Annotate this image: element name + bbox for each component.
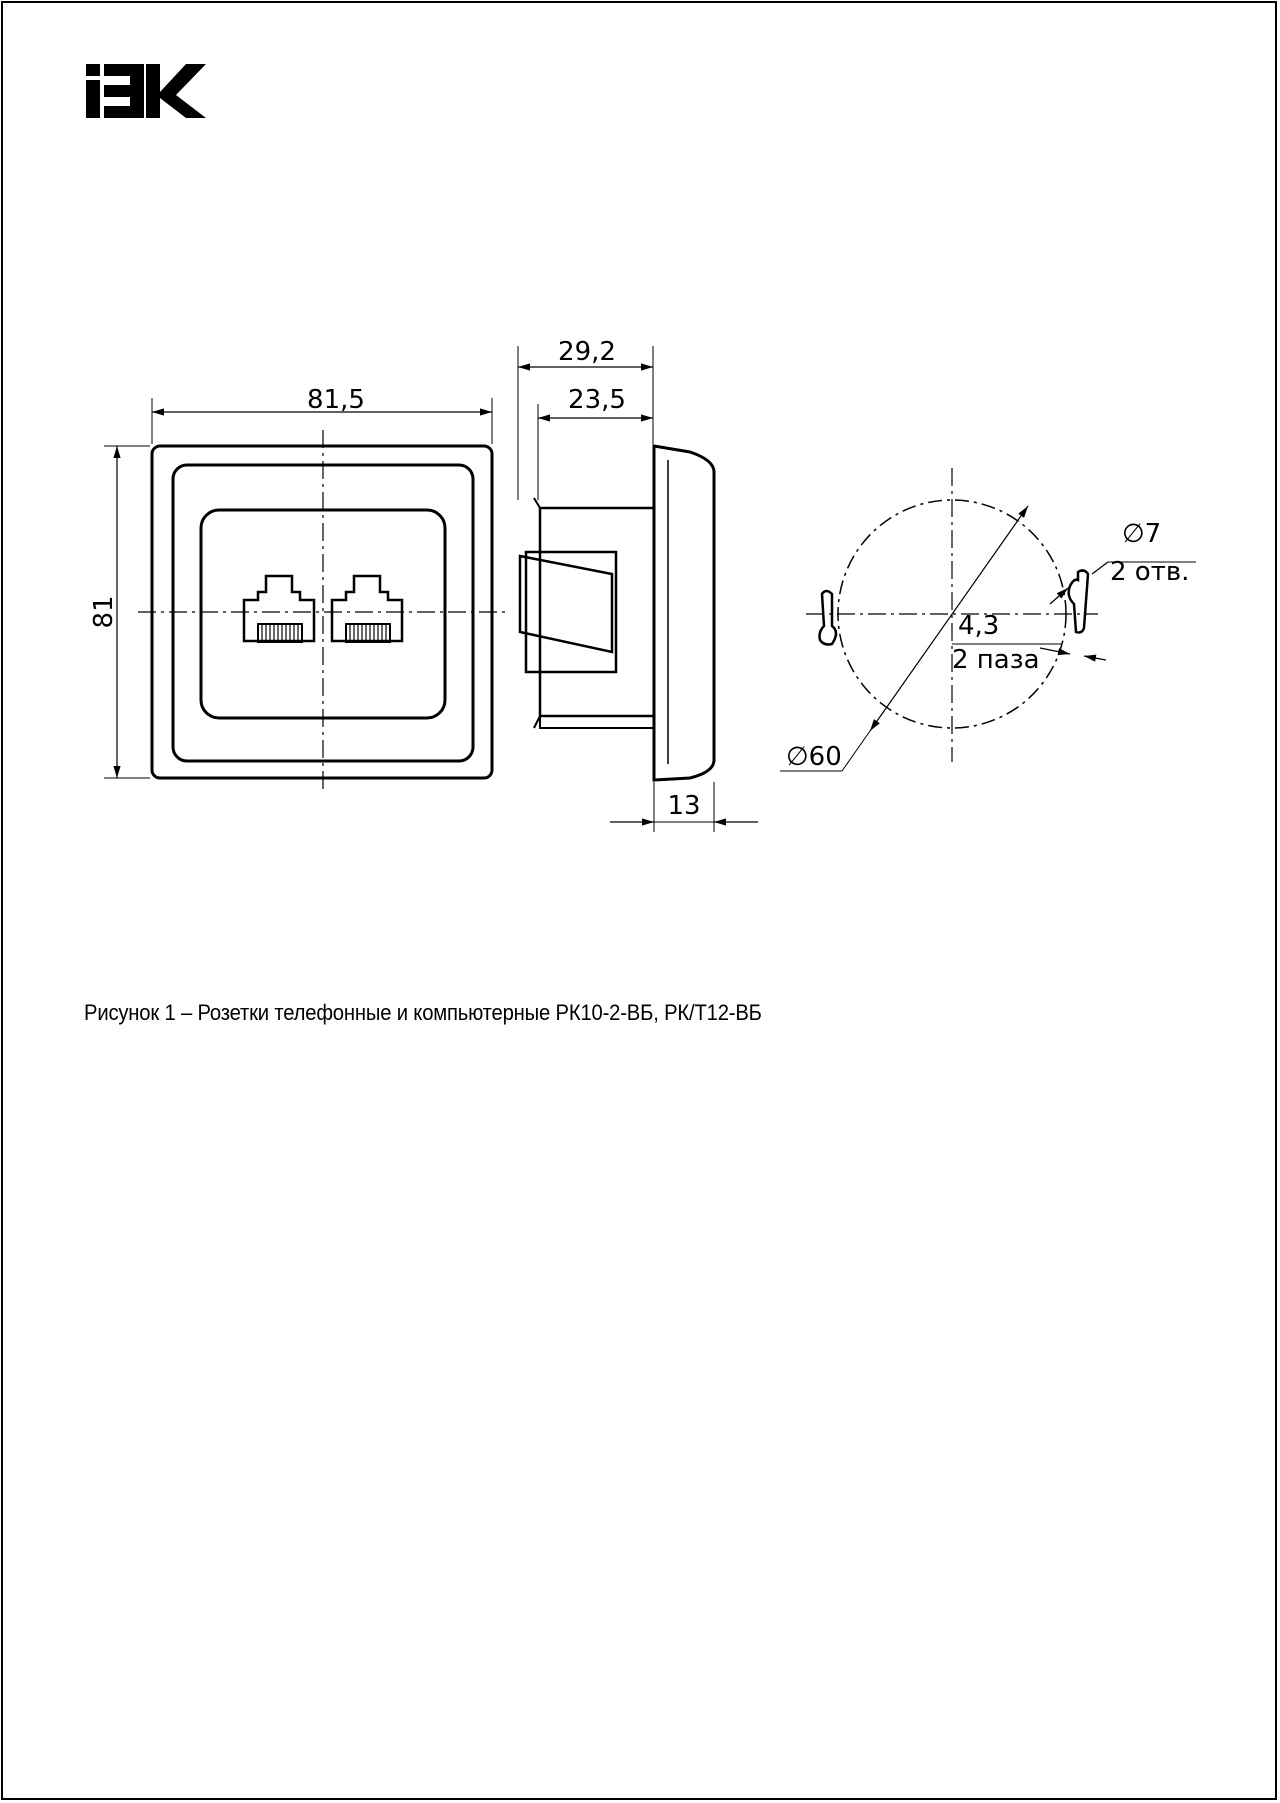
dim-depth-body: 23,5 — [568, 385, 626, 415]
front-view — [104, 398, 506, 792]
dim-hole-count: 2 отв. — [1110, 557, 1189, 587]
mounting-view — [780, 468, 1196, 772]
slot-left — [818, 589, 838, 646]
dim-frame-depth: 13 — [667, 791, 700, 821]
dim-hole-diameter: ∅7 — [1122, 519, 1161, 549]
iek-logo — [86, 64, 206, 118]
slot-right — [1067, 569, 1090, 634]
rj-socket-right — [330, 574, 404, 643]
dim-slot-width: 4,3 — [958, 611, 999, 641]
dim-depth-total: 29,2 — [558, 337, 616, 367]
rj-socket-left — [242, 574, 316, 643]
dim-width-front: 81,5 — [307, 385, 365, 415]
dim-height-front: 81 — [89, 595, 119, 628]
dim-slot-count: 2 паза — [952, 645, 1040, 675]
side-view — [517, 346, 758, 832]
dim-mount-diameter: ∅60 — [786, 742, 842, 772]
figure-caption: Рисунок 1 – Розетки телефонные и компьют… — [84, 1000, 762, 1025]
